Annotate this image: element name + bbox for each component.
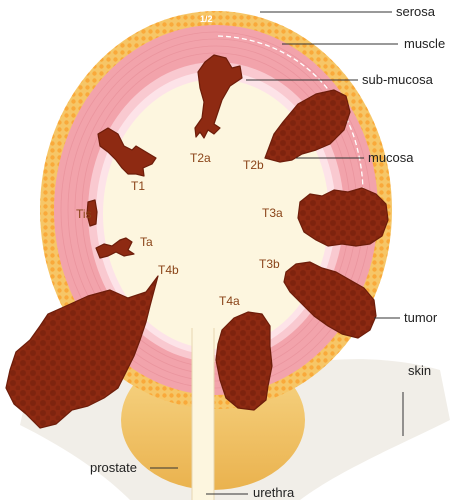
stage-label-t2a: T2a [190,151,211,165]
tumor-t2a [194,54,243,139]
stage-label-t3a: T3a [262,206,283,220]
tumor-tis [86,199,98,227]
stage-label-ta: Ta [140,235,153,249]
stage-label-tis: Tis [76,207,92,221]
stage-label-t2b: T2b [243,158,264,172]
stage-label-t4b: T4b [158,263,179,277]
label-skin: skin [408,363,432,378]
urethra-channel [192,328,214,500]
tumor-t1 [97,127,157,177]
label-serosa: serosa [396,4,436,19]
label-muscle: muscle [404,36,446,51]
label-sub-mucosa: sub-mucosa [362,72,433,87]
half-wall-mark: 1/2 [200,14,213,24]
label-tumor: tumor [404,310,438,325]
label-prostate: prostate [90,460,137,475]
stage-label-t1: T1 [131,179,146,193]
stage-label-t4a: T4a [219,294,240,308]
label-mucosa: mucosa [368,150,414,165]
tumor-ta [95,237,135,259]
label-urethra: urethra [253,485,295,500]
stage-label-t3b: T3b [259,257,280,271]
